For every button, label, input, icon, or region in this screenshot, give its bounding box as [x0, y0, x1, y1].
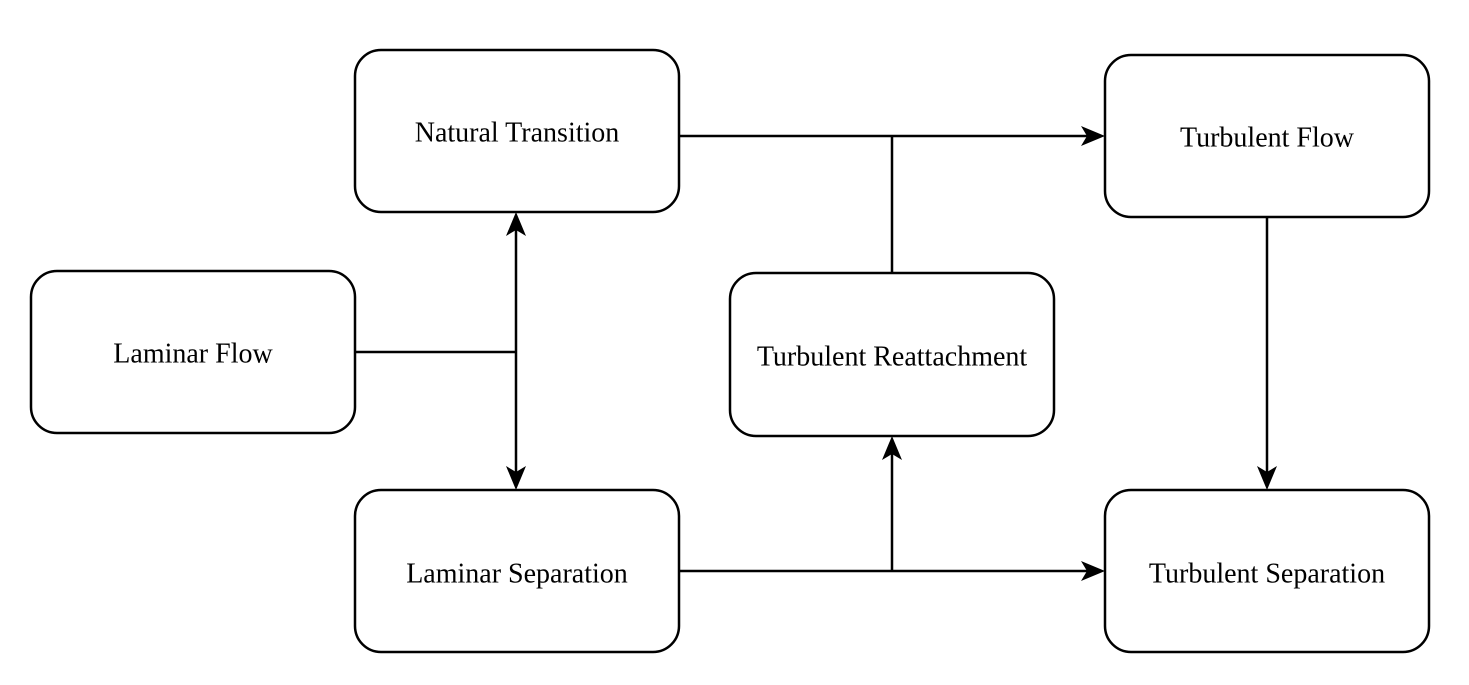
node-turbulent-separation: Turbulent Separation — [1103, 488, 1431, 654]
arrowhead-turbulent-separation-from-left — [1081, 561, 1105, 581]
node-label-turbulent-flow: Turbulent Flow — [1180, 123, 1355, 154]
node-label-laminar-flow: Laminar Flow — [113, 339, 273, 370]
node-label-laminar-separation: Laminar Separation — [406, 559, 628, 590]
node-laminar-separation: Laminar Separation — [353, 488, 681, 654]
arrowhead-natural-transition — [506, 212, 526, 236]
node-label-turbulent-separation: Turbulent Separation — [1149, 559, 1385, 590]
node-turbulent-flow: Turbulent Flow — [1103, 53, 1431, 219]
node-label-natural-transition: Natural Transition — [415, 118, 620, 149]
node-natural-transition: Natural Transition — [353, 48, 681, 214]
arrowhead-turbulent-flow — [1081, 126, 1105, 146]
arrowhead-turbulent-reattachment — [882, 436, 902, 460]
arrowhead-laminar-separation — [506, 466, 526, 490]
edges — [355, 126, 1277, 581]
node-turbulent-reattachment: Turbulent Reattachment — [728, 271, 1056, 438]
node-label-turbulent-reattachment: Turbulent Reattachment — [757, 342, 1028, 373]
arrowhead-turbulent-separation-from-top — [1257, 466, 1277, 490]
node-laminar-flow: Laminar Flow — [29, 269, 357, 435]
